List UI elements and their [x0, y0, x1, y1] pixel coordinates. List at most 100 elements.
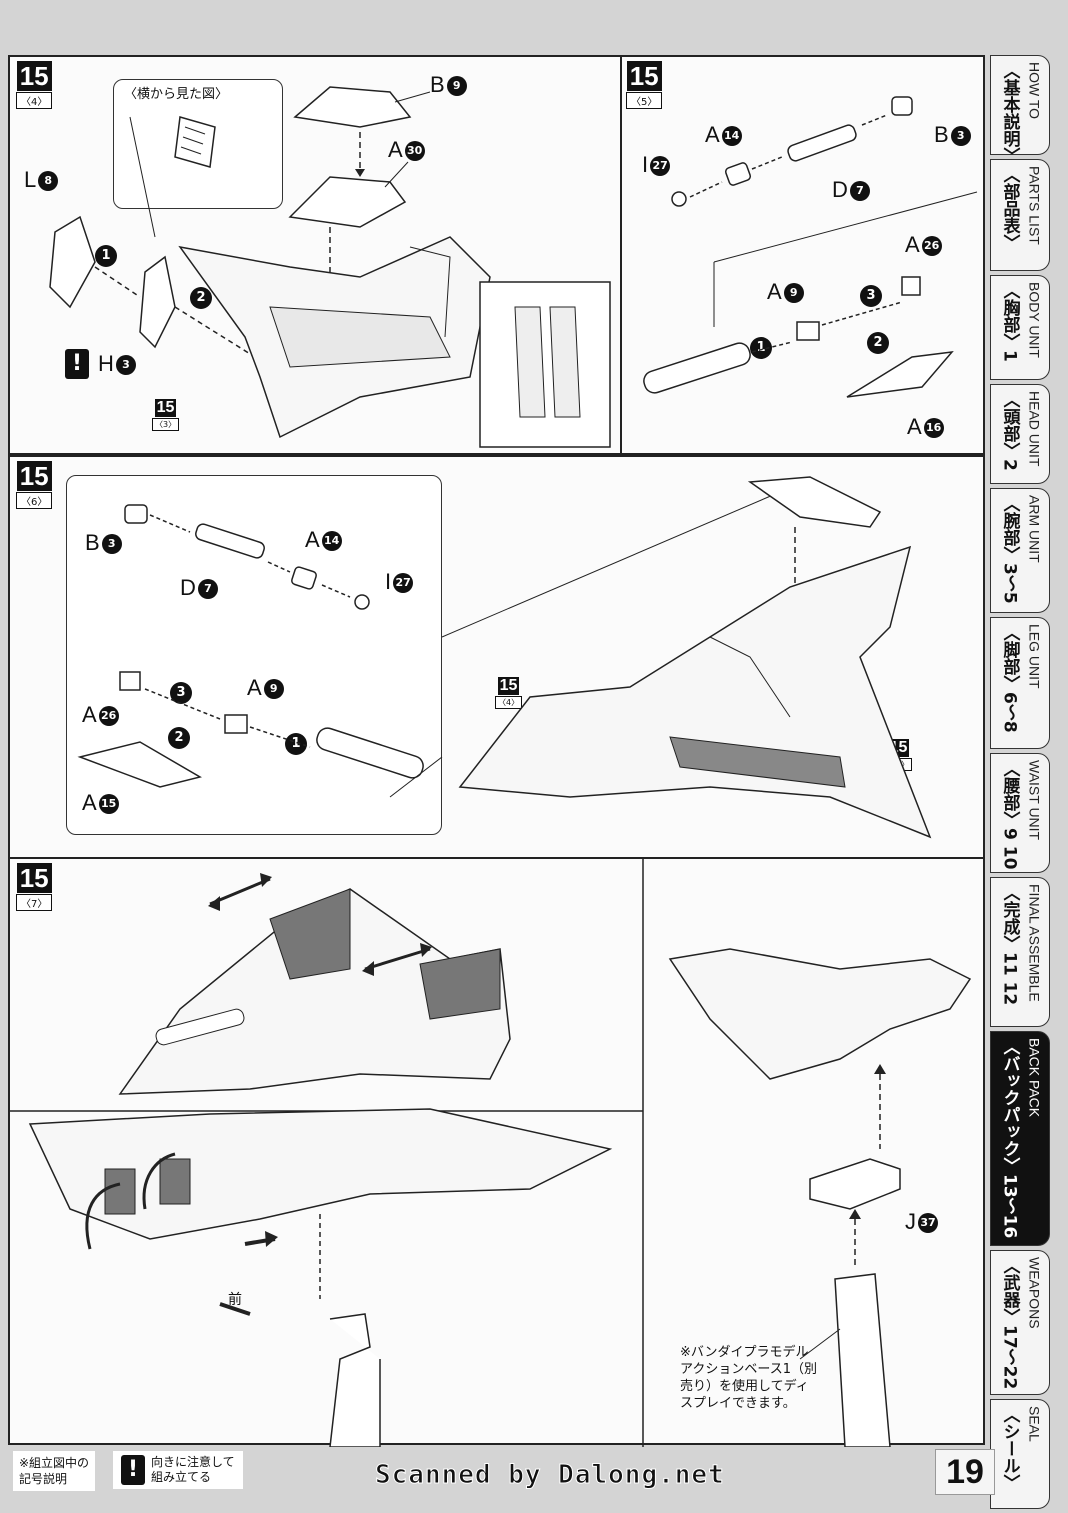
order-3: 3	[860, 285, 882, 307]
ref-step-sub: 〈4〉	[495, 696, 523, 709]
label-number: 30	[404, 141, 425, 162]
front-label: 前	[228, 1291, 242, 1307]
label-number: 3	[101, 534, 122, 555]
label-letter: J	[905, 1209, 916, 1234]
tab-en-label: BODY UNIT	[1026, 282, 1043, 358]
step-badge: 15 〈4〉	[16, 61, 53, 109]
tab-jp-label: 〈胸部〉1	[999, 282, 1020, 362]
step-badge: 15 〈5〉	[626, 61, 663, 109]
tab-jp-label: 〈脚部〉6〜8	[999, 624, 1020, 733]
tab-en-label: BACK PACK	[1026, 1038, 1043, 1118]
ref-step-15-3: 15 〈3〉	[152, 399, 180, 431]
tab-jp-label: 〈腕部〉3〜5	[999, 495, 1020, 604]
label-letter: B	[934, 122, 949, 147]
tab-en-label: HOW TO	[1026, 62, 1043, 120]
tab-how-to[interactable]: 〈基本説明〉 HOW TO	[990, 55, 1050, 164]
backpack-drawing	[49, 86, 611, 448]
label-letter: A	[767, 279, 782, 304]
tab-jp-label: 〈部品表〉	[999, 166, 1020, 251]
order-2: 2	[190, 287, 212, 309]
label-number: 3	[115, 355, 136, 376]
tab-en-label: ARM UNIT	[1026, 495, 1043, 563]
tab-jp-label: 〈基本説明〉	[999, 62, 1020, 164]
tab-en-label: PARTS LIST	[1026, 166, 1043, 245]
label-number: 3	[950, 126, 971, 147]
step-number: 15	[626, 61, 662, 91]
label-number: 8	[38, 171, 59, 192]
label-letter: A	[905, 232, 920, 257]
step-number: 15	[16, 863, 52, 893]
caution-legend: ! 向きに注意して 組み立てる	[113, 1451, 243, 1489]
ref-step-15-4: 15 〈4〉	[495, 677, 523, 709]
step-sub: 〈6〉	[16, 492, 53, 509]
label-letter: B	[430, 72, 445, 97]
tab-jp-label: 〈シール〉	[999, 1406, 1020, 1491]
tab-en-label: FINAL ASSEMBLE	[1026, 884, 1043, 1002]
ref-step-number: 15	[497, 677, 520, 695]
symbol-legend-title: ※組立図中の 記号説明	[13, 1451, 96, 1491]
tab-seal[interactable]: 〈シール〉SEAL	[990, 1399, 1050, 1509]
label-letter: A	[82, 702, 97, 727]
scan-watermark: Scanned by Dalong.net	[375, 1460, 725, 1491]
tab-body-unit[interactable]: 〈胸部〉1 BODY UNIT	[990, 275, 1050, 380]
label-letter: A	[82, 790, 97, 815]
ref-step-sub: 〈3〉	[152, 418, 180, 431]
label-letter: D	[832, 177, 848, 202]
tab-jp-label: 〈バックパック〉13〜16	[999, 1038, 1020, 1239]
step-badge: 15 〈7〉	[16, 863, 53, 911]
step-number: 15	[16, 461, 52, 491]
tab-arm-unit[interactable]: 〈腕部〉3〜5 ARM UNIT	[990, 488, 1050, 613]
order-2: 2	[168, 727, 190, 749]
label-letter: B	[85, 530, 100, 555]
label-letter: H	[98, 351, 114, 376]
order-1: 1	[285, 733, 307, 755]
label-number: 9	[263, 679, 284, 700]
label-number: 27	[393, 573, 414, 594]
ref-step-number: 15	[154, 399, 177, 417]
tab-jp-label: 〈腰部〉9 10	[999, 760, 1020, 870]
step-badge: 15 〈6〉	[16, 461, 53, 509]
label-number: 7	[849, 181, 870, 202]
label-letter: A	[247, 675, 262, 700]
label-letter: I	[385, 569, 392, 594]
label-letter: A	[705, 122, 720, 147]
label-letter: A	[907, 414, 922, 439]
label-number: 9	[446, 76, 467, 97]
tab-en-label: WAIST UNIT	[1026, 760, 1043, 841]
tab-jp-label: 〈頭部〉2	[999, 391, 1020, 471]
label-number: 14	[721, 126, 742, 147]
barrel-assembly-drawing	[643, 96, 978, 398]
tab-waist-unit[interactable]: 〈腰部〉9 10 WAIST UNIT	[990, 753, 1050, 873]
order-1: 1	[95, 245, 117, 267]
order-3: 3	[170, 682, 192, 704]
tab-back-pack[interactable]: 〈バックパック〉13〜16 BACK PACK	[990, 1031, 1050, 1246]
label-letter: D	[180, 575, 196, 600]
label-number: 7	[197, 579, 218, 600]
tab-parts-list[interactable]: 〈部品表〉 PARTS LIST	[990, 159, 1050, 271]
label-number: 9	[783, 283, 804, 304]
label-letter: A	[305, 527, 320, 552]
label-number: 14	[321, 531, 342, 552]
label-letter: L	[24, 167, 37, 192]
